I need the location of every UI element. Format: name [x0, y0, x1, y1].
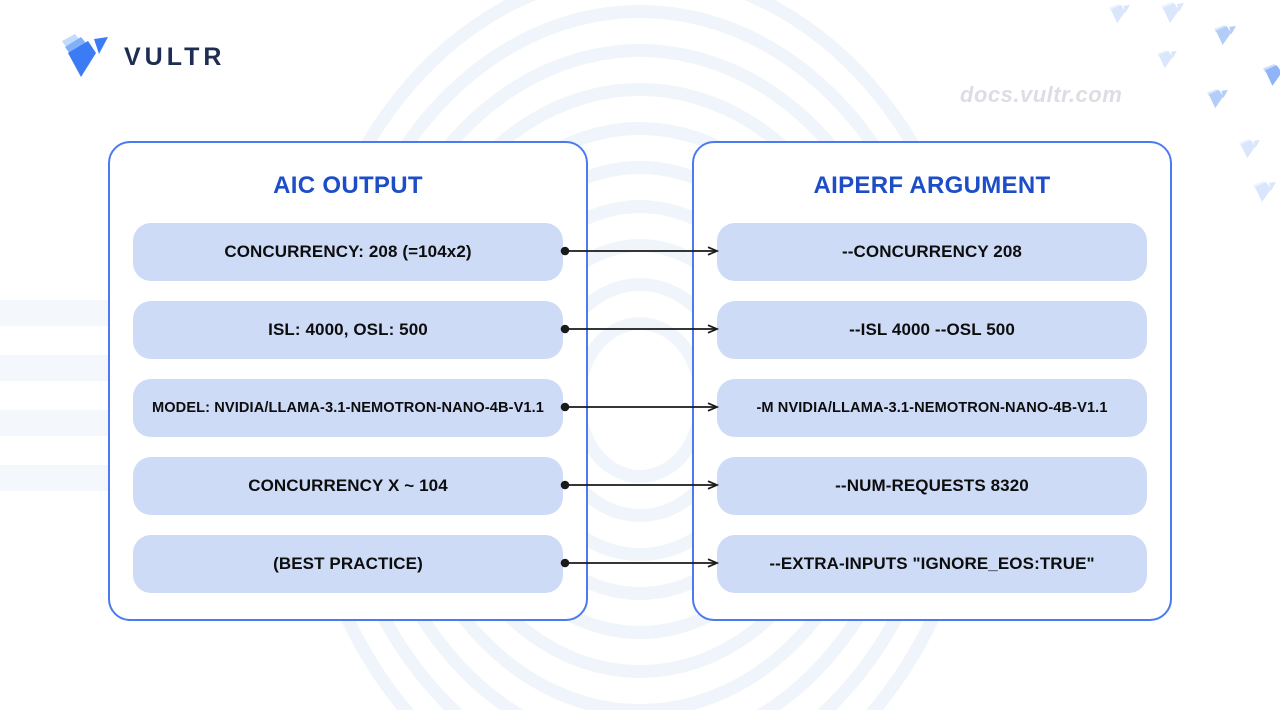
vultr-chevron-icon — [1213, 25, 1236, 46]
pill-label: MODEL: NVIDIA/LLAMA-3.1-NEMOTRON-NANO-4B… — [151, 400, 545, 416]
pill-arg-concurrency: --CONCURRENCY 208 — [717, 223, 1147, 281]
pill-aic-isl-osl: ISL: 4000, OSL: 500 — [133, 301, 563, 359]
pill-aic-concurrency: CONCURRENCY: 208 (=104x2) — [133, 223, 563, 281]
pill-arg-extra-inputs: --EXTRA-INPUTS "IGNORE_EOS:TRUE" — [717, 535, 1147, 593]
vultr-chevron-icon — [1160, 2, 1184, 24]
pill-aic-model: MODEL: NVIDIA/LLAMA-3.1-NEMOTRON-NANO-4B… — [133, 379, 563, 437]
vultr-chevron-icon — [1262, 64, 1280, 87]
pill-label: --EXTRA-INPUTS "IGNORE_EOS:TRUE" — [769, 554, 1095, 573]
panel-title-aic-output: AIC OUTPUT — [273, 172, 423, 199]
vultr-chevron-icon — [1238, 139, 1260, 159]
pill-label: CONCURRENCY: 208 (=104x2) — [224, 242, 472, 261]
connector-arrow — [560, 324, 720, 334]
panel-title-aiperf-argument: AIPERF ARGUMENT — [813, 172, 1051, 199]
pill-label: -M NVIDIA/LLAMA-3.1-NEMOTRON-NANO-4B-V1.… — [756, 400, 1108, 416]
panel-aic-output: AIC OUTPUT CONCURRENCY: 208 (=104x2) ISL… — [108, 141, 588, 621]
vultr-chevron-icon — [1252, 181, 1276, 203]
pill-label: (BEST PRACTICE) — [273, 554, 423, 573]
vultr-mark-icon — [62, 34, 108, 77]
vultr-chevron-icon — [1108, 4, 1130, 24]
pill-arg-model: -M NVIDIA/LLAMA-3.1-NEMOTRON-NANO-4B-V1.… — [717, 379, 1147, 437]
left-edge-pattern — [0, 300, 118, 510]
connector-arrow — [560, 246, 720, 256]
connector-arrow — [560, 480, 720, 490]
vultr-chevron-icon — [1206, 89, 1228, 109]
panel-aiperf-argument: AIPERF ARGUMENT --CONCURRENCY 208 --ISL … — [692, 141, 1172, 621]
pill-label: --NUM-REQUESTS 8320 — [835, 476, 1029, 495]
pill-label: --CONCURRENCY 208 — [842, 242, 1022, 261]
pill-arg-num-requests: --NUM-REQUESTS 8320 — [717, 457, 1147, 515]
pill-label: --ISL 4000 --OSL 500 — [849, 320, 1015, 339]
vultr-logo: VULTR — [60, 32, 225, 78]
connector-arrow — [560, 402, 720, 412]
vultr-logo-text: VULTR — [124, 42, 226, 71]
pill-aic-best-practice: (BEST PRACTICE) — [133, 535, 563, 593]
watermark-docs-url: docs.vultr.com — [960, 82, 1123, 107]
pill-arg-isl-osl: --ISL 4000 --OSL 500 — [717, 301, 1147, 359]
pill-label: CONCURRENCY X ~ 104 — [248, 476, 448, 495]
connector-arrow — [560, 558, 720, 568]
vultr-chevron-icon — [1156, 50, 1177, 69]
pill-label: ISL: 4000, OSL: 500 — [268, 320, 428, 339]
pill-aic-concurrency-x: CONCURRENCY X ~ 104 — [133, 457, 563, 515]
